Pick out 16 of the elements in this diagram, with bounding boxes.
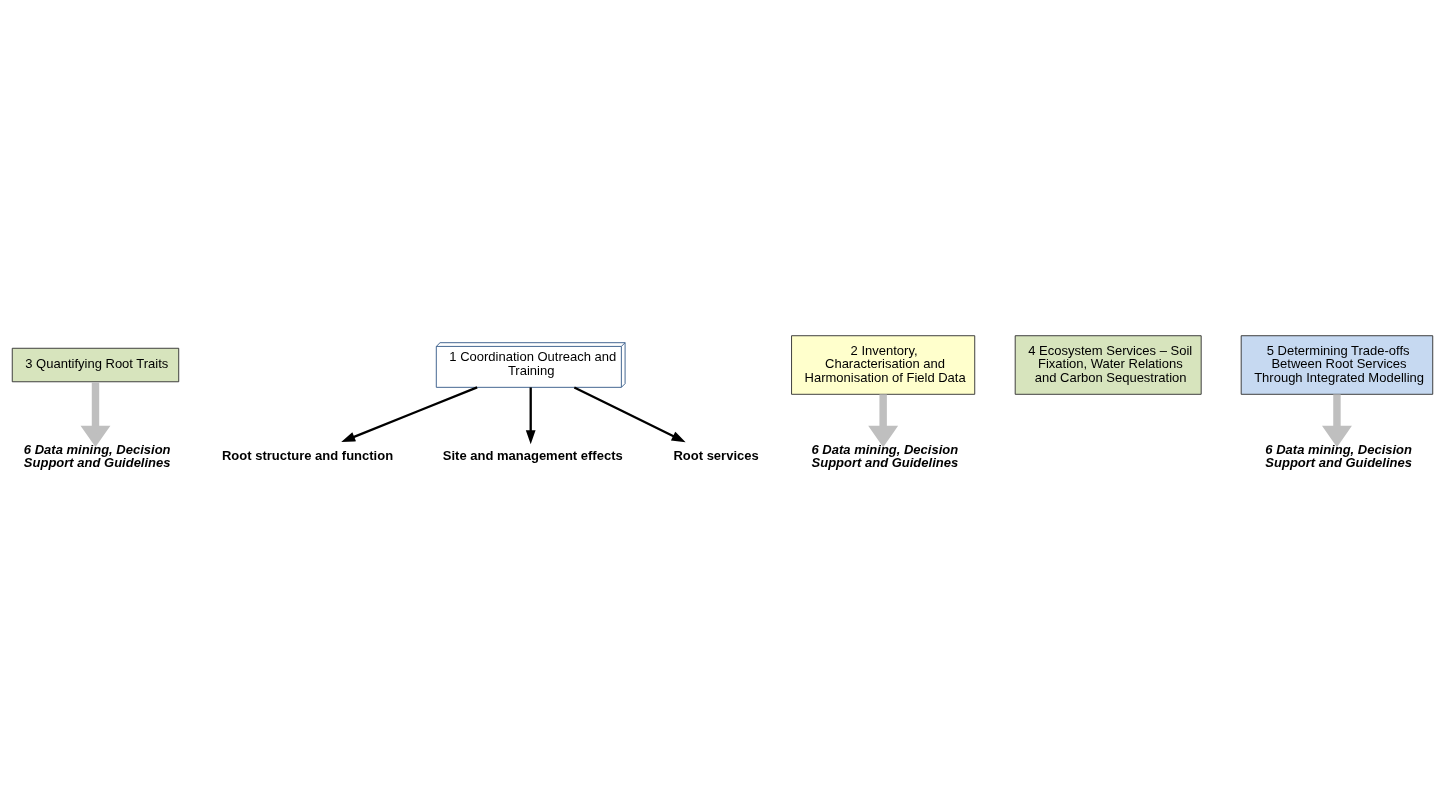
- arrow: [1322, 393, 1352, 447]
- node-box: 2 Inventory, Characterisation and Harmonisation of Field Data: [791, 334, 976, 395]
- node-text: Site and management effects: [442, 447, 623, 463]
- node-box: 5 Determining Trade-offs Between Root Services Through Integrated Modelling: [1240, 334, 1434, 395]
- arrow: [341, 385, 478, 442]
- node-box: 4 Ecosystem Services – Soil Fixation, Water Relations and Carbon Sequestration: [1014, 334, 1202, 395]
- arrow: [573, 385, 686, 442]
- arrow: [868, 393, 899, 447]
- node-text: Root services: [673, 447, 759, 463]
- node-text: Root structure and function: [221, 447, 394, 463]
- node-text: 6 Data mining, Decision Support and Guidelines: [811, 441, 959, 470]
- arrow: [525, 386, 536, 444]
- node-text: 6 Data mining, Decision Support and Guidelines: [1265, 441, 1413, 470]
- node-box: 3 Quantifying Root Traits: [11, 347, 180, 382]
- arrow: [80, 381, 111, 447]
- node-text: 6 Data mining, Decision Support and Guidelines: [23, 441, 171, 470]
